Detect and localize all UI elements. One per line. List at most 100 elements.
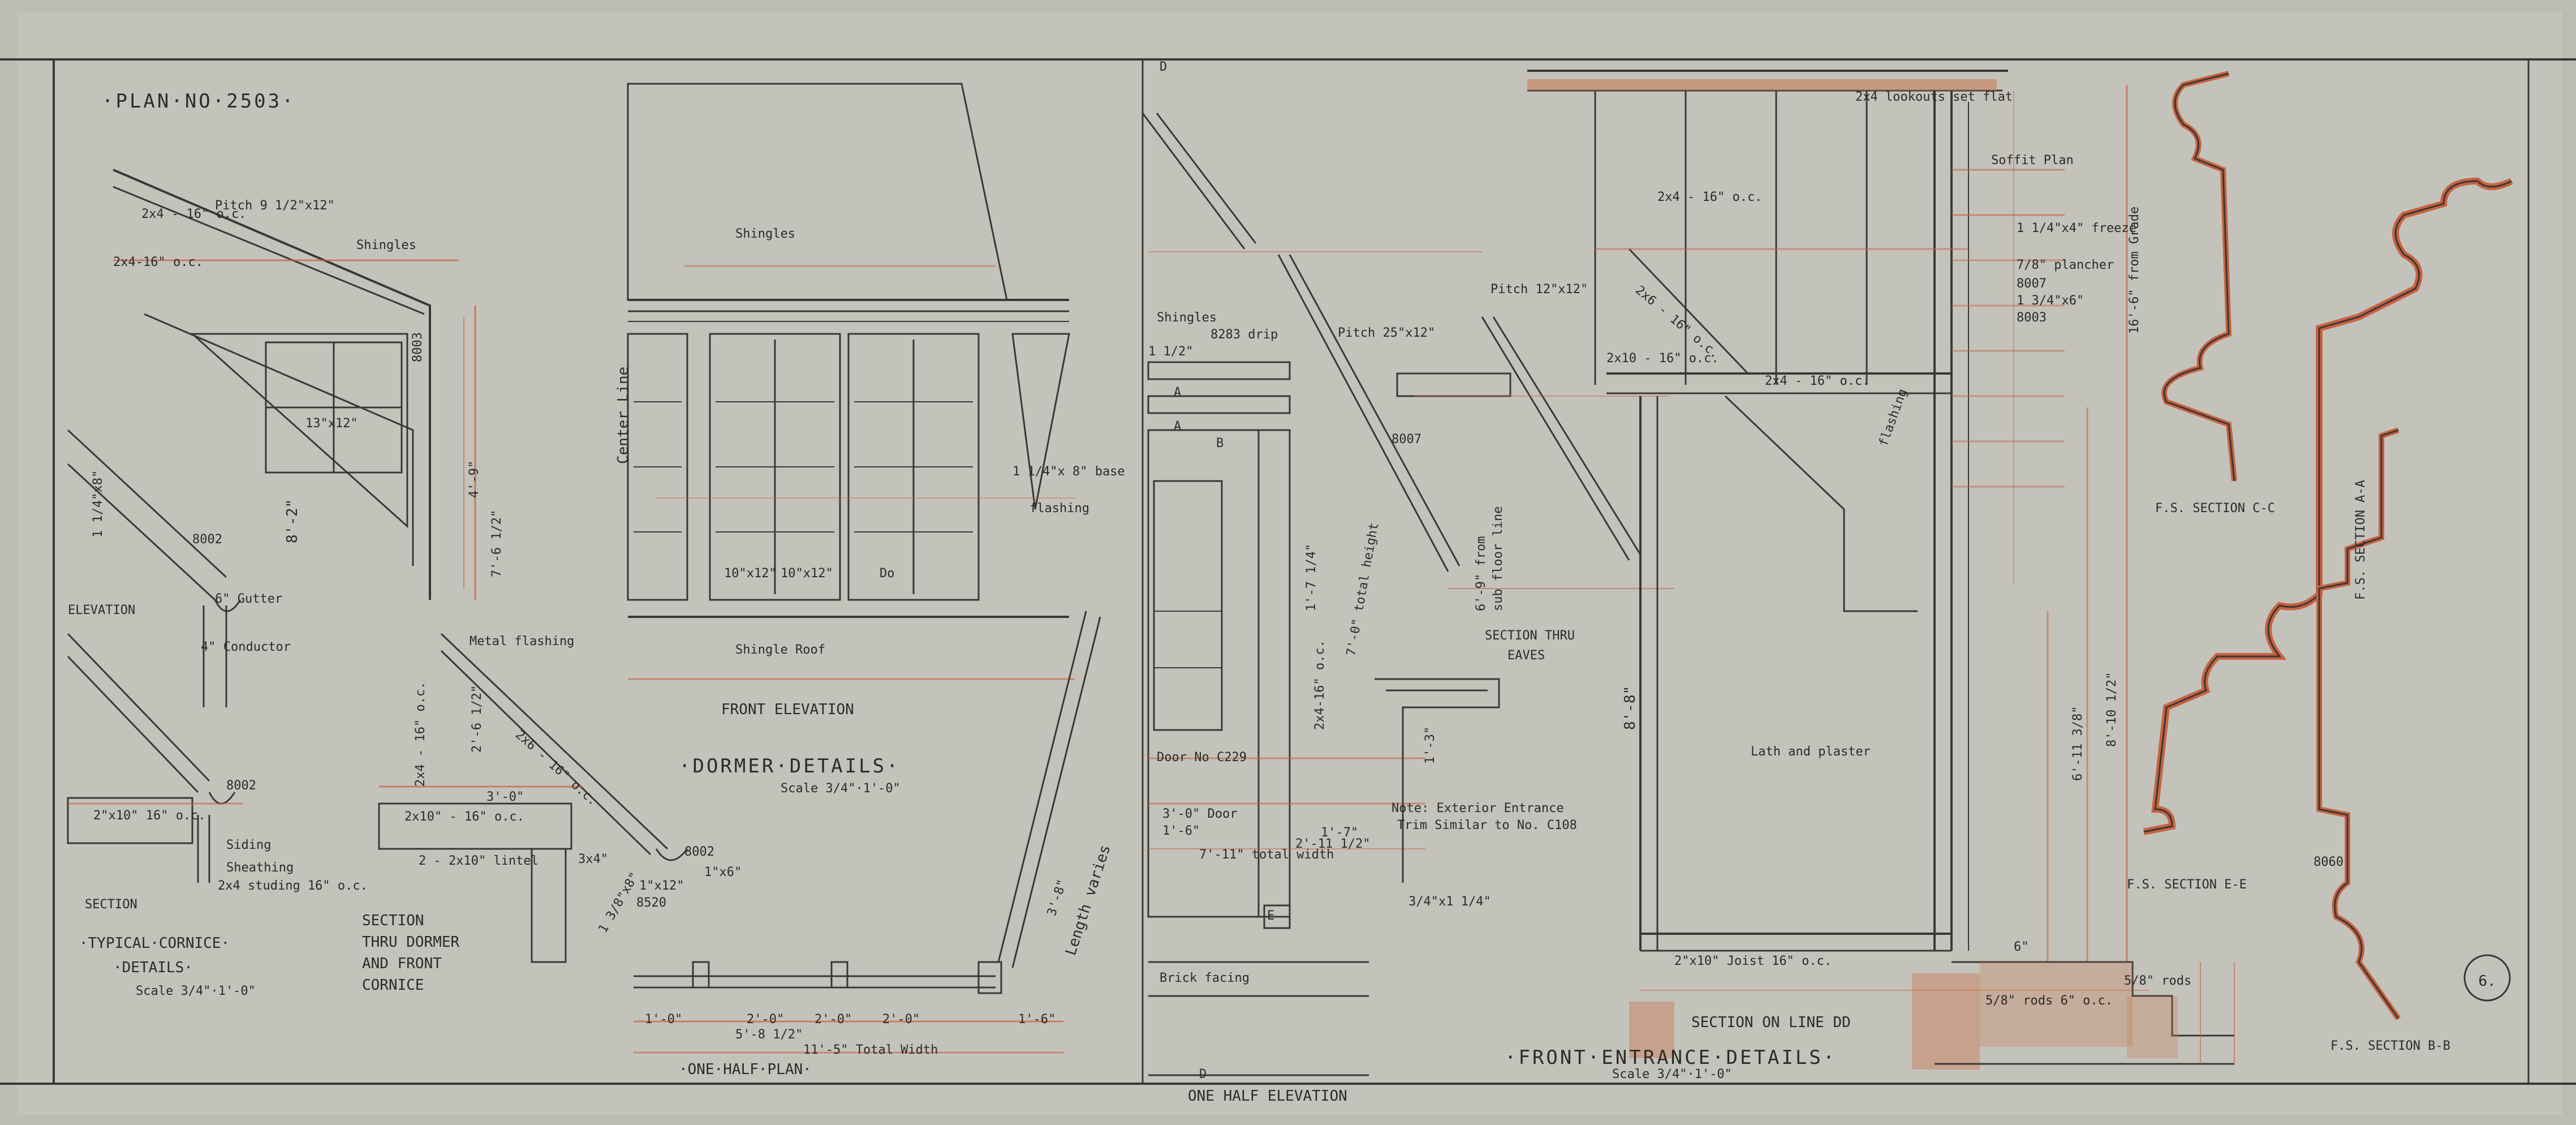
cornice-label: 2x4-16" o.c. xyxy=(113,255,203,269)
section-thru-dormer-4: CORNICE xyxy=(362,977,424,994)
pane-label: Do xyxy=(880,566,895,581)
entrance-label: Brick facing xyxy=(1160,971,1250,985)
cornice-label: 13"x12" xyxy=(305,416,358,431)
cornice-label: 2x4 studing 16" o.c. xyxy=(218,879,368,893)
entrance-label: A xyxy=(1174,385,1181,400)
cornice-label: 2'-6 1/2" xyxy=(470,685,484,753)
cornice-label: 8002 xyxy=(684,845,714,859)
dd-label: 8007 xyxy=(2017,277,2047,291)
dormer-base: 1 1/4"x 8" base xyxy=(1013,465,1125,479)
cornice-label: 2"x10" 16" o.c. xyxy=(93,809,206,823)
dd-label: 1 3/4"x6" xyxy=(2017,294,2084,308)
dd-label: 6" xyxy=(2014,940,2029,954)
cornice-label: 1"x12" xyxy=(639,879,684,893)
entrance-half-elevation xyxy=(1141,113,1674,1076)
dd-label: 7/8" plancher xyxy=(2017,258,2114,272)
cornice-label: 6" Gutter xyxy=(215,592,282,606)
entrance-label: D xyxy=(1199,1067,1207,1081)
entrance-label: 2x4-16" o.c. xyxy=(1313,640,1327,730)
entrance-label: 1'-7 1/4" xyxy=(1304,544,1319,611)
one-half-plan-label: ·ONE·HALF·PLAN· xyxy=(679,1061,812,1078)
section-dd-title: SECTION ON LINE DD xyxy=(1691,1014,1851,1031)
cornice-label: 3'-0" xyxy=(486,790,524,804)
dd-label: 2x4 - 16" o.c. xyxy=(1657,190,1762,204)
entrance-label: 1'-3" xyxy=(1423,727,1437,764)
section-bb-label: F.S. SECTION B-B xyxy=(2331,1039,2450,1053)
cornice-title-2: ·DETAILS· xyxy=(113,959,193,976)
section-thru-dormer-1: SECTION xyxy=(362,912,424,929)
typical-cornice-detail xyxy=(67,169,688,963)
entrance-label: 1 1/2" xyxy=(1148,345,1193,359)
front-elevation-label: FRONT ELEVATION xyxy=(721,701,854,718)
cornice-label: 7'-6 1/2" xyxy=(490,510,504,577)
plan-dim: 5'-8 1/2" xyxy=(735,1028,803,1042)
eaves-label: 6'-9" from xyxy=(1474,536,1488,611)
plan-dim: 1'-0" xyxy=(645,1012,682,1027)
pane-label: 10"x12" xyxy=(781,566,833,581)
pane-label: 10"x12" xyxy=(724,566,777,581)
center-line-label: Center Line xyxy=(615,367,632,464)
dd-label: 2x4 - 16" o.c. xyxy=(1765,374,1869,388)
plan-dim: 1'-6" xyxy=(1018,1012,1056,1027)
cornice-label: 2x4 - 16" o.c. xyxy=(413,682,428,787)
cornice-label: 8002 xyxy=(192,533,222,547)
sheet-number: 6. xyxy=(2478,973,2496,990)
dd-label: 6'-11 3/8" xyxy=(2071,706,2085,781)
dormer-scale: Scale 3/4"·1'-0" xyxy=(781,782,901,796)
cornice-label: Pitch 9 1/2"x12" xyxy=(215,199,335,213)
cornice-label: Metal flashing xyxy=(469,634,574,649)
entrance-label: 1'-7" xyxy=(1321,826,1358,840)
entrance-label: Door No C229 xyxy=(1157,750,1247,765)
section-thru-dormer-2: THRU DORMER xyxy=(362,934,460,951)
cornice-label: 8003 xyxy=(411,332,425,362)
entrance-label: Shingles xyxy=(1157,311,1217,325)
entrance-note-1: Note: Exterior Entrance xyxy=(1392,801,1564,815)
cornice-label: SECTION xyxy=(85,898,137,912)
section-thru-eaves-2: EAVES xyxy=(1507,649,1545,663)
front-entrance-title: ·FRONT·ENTRANCE·DETAILS· xyxy=(1505,1046,1837,1069)
entrance-note-2: Trim Similar to No. C108 xyxy=(1397,818,1577,832)
cornice-label: 8520 xyxy=(636,896,666,910)
cornice-label: ELEVATION xyxy=(68,603,135,617)
cornice-scale: Scale 3/4"·1'-0" xyxy=(136,984,256,998)
shingle-roof: Shingle Roof xyxy=(735,643,825,657)
dormer-flashing: flashing xyxy=(1029,501,1089,516)
plan-dim: 11'-5" Total Width xyxy=(803,1043,938,1057)
section-ee-label: F.S. SECTION E-E xyxy=(2127,878,2247,892)
entrance-label: A xyxy=(1174,419,1181,433)
section-thru-eaves-1: SECTION THRU xyxy=(1485,629,1575,643)
cornice-label: 4" Conductor xyxy=(201,640,291,654)
plan-dim: 2'-0" xyxy=(882,1012,920,1027)
cornice-label: Shingles xyxy=(356,238,416,252)
dd-label: Soffit Plan xyxy=(1991,153,2074,168)
dd-label: Lath and plaster xyxy=(1751,745,1871,759)
eaves-label: sub floor line xyxy=(1491,506,1505,611)
dd-label: 5/8" rods 6" o.c. xyxy=(1985,994,2113,1008)
section-bb-number: 8060 xyxy=(2314,855,2344,869)
entrance-label: Pitch 25"x12" xyxy=(1338,326,1435,340)
cornice-label: 1 1/4"x8" xyxy=(91,470,105,538)
cornice-title: ·TYPICAL·CORNICE· xyxy=(79,935,230,952)
section-thru-dormer-3: AND FRONT xyxy=(362,955,442,972)
cornice-label: Siding xyxy=(226,838,271,852)
entrance-label: 3/4"x1 1/4" xyxy=(1408,895,1491,909)
cornice-label: 2x10" - 16" o.c. xyxy=(404,810,524,824)
molding-profiles xyxy=(2143,71,2513,1020)
eaves-pitch: Pitch 12"x12" xyxy=(1491,282,1588,297)
cornice-label: Sheathing xyxy=(226,861,294,875)
dd-label: 2x4 lookouts set flat xyxy=(1855,90,2013,104)
plan-dim: 2'-0" xyxy=(747,1012,784,1027)
cornice-label: 4'-9" xyxy=(467,461,481,498)
plan-dim: 2'-0" xyxy=(815,1012,852,1027)
dd-label: 16'-6" from Grade xyxy=(2127,207,2142,334)
dd-label: 8'-10 1/2" xyxy=(2105,672,2119,747)
dormer-shingles: Shingles xyxy=(735,227,795,241)
entrance-label: 8283 drip xyxy=(1211,328,1278,342)
plan-number: ·PLAN·NO·2503· xyxy=(102,90,296,113)
dd-label: 8'-8" xyxy=(1622,686,1639,730)
one-half-elevation: ONE HALF ELEVATION xyxy=(1188,1088,1347,1105)
cornice-label: 2x4 - 16" o.c. xyxy=(141,207,246,221)
entrance-label: E xyxy=(1267,909,1274,923)
